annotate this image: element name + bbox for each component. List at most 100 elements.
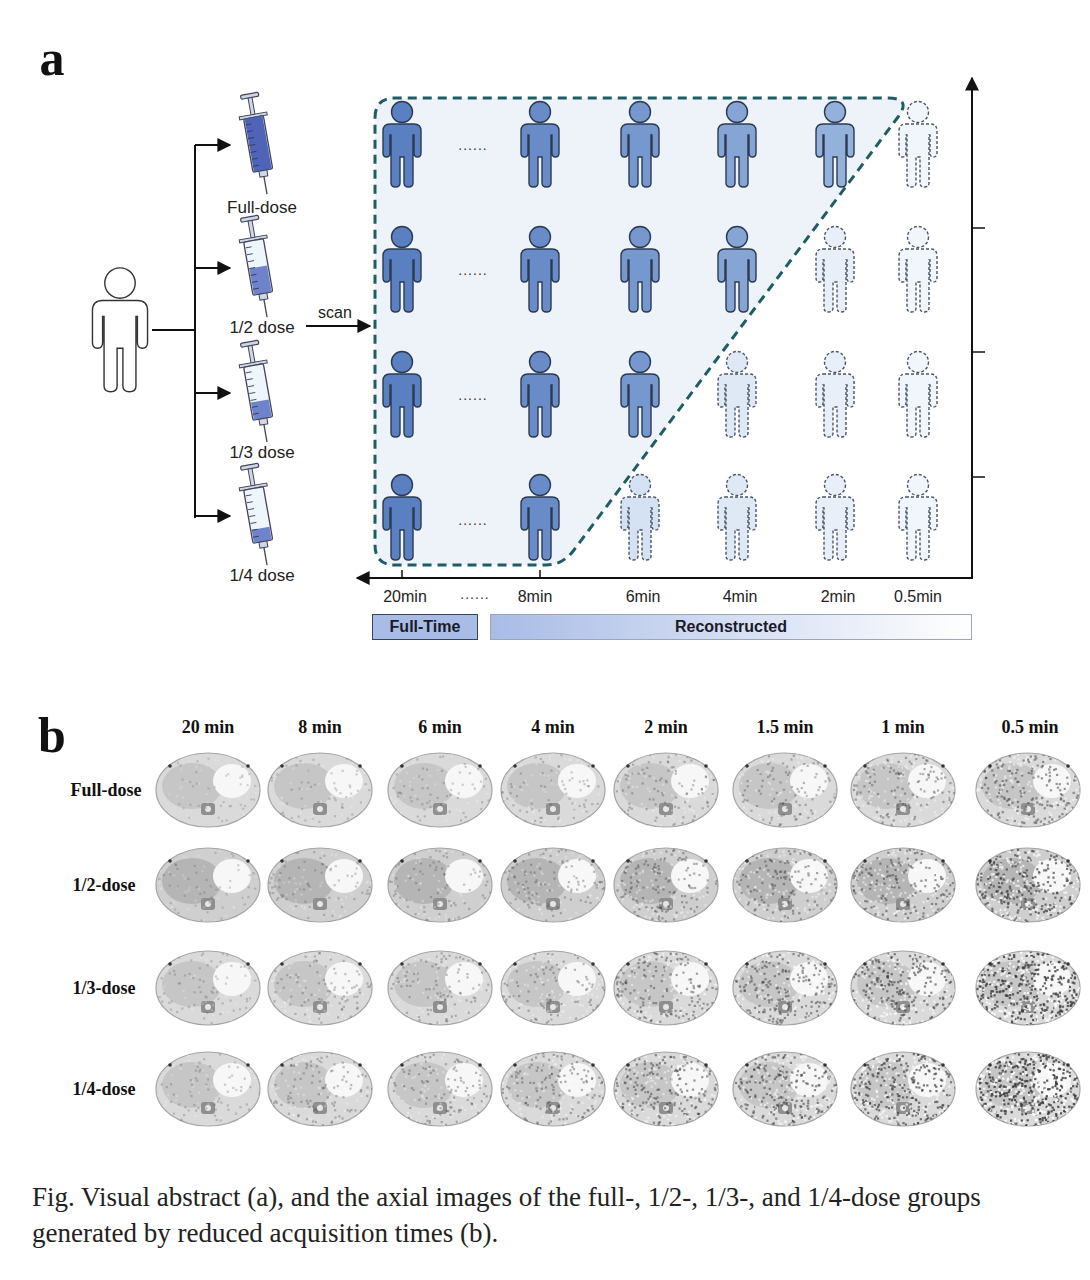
noise-speck bbox=[339, 915, 341, 917]
noise-speck bbox=[159, 882, 161, 884]
noise-speck bbox=[464, 763, 466, 765]
noise-speck bbox=[247, 896, 249, 898]
noise-speck bbox=[682, 816, 684, 818]
noise-speck bbox=[769, 822, 771, 824]
noise-speck bbox=[1002, 811, 1004, 813]
noise-speck bbox=[999, 784, 1001, 786]
noise-speck bbox=[476, 761, 478, 763]
noise-speck bbox=[535, 763, 537, 765]
noise-speck bbox=[437, 797, 439, 799]
noise-speck bbox=[1039, 800, 1041, 802]
noise-speck bbox=[586, 823, 588, 825]
noise-speck bbox=[924, 773, 926, 775]
noise-speck bbox=[588, 782, 590, 784]
figure-head bbox=[392, 352, 413, 373]
noise-speck bbox=[528, 806, 530, 808]
noise-speck bbox=[981, 759, 983, 761]
noise-speck bbox=[667, 761, 669, 763]
noise-speck bbox=[1041, 766, 1043, 768]
noise-speck bbox=[1066, 814, 1068, 816]
body-contour bbox=[268, 753, 372, 827]
noise-speck bbox=[189, 804, 191, 806]
noise-speck bbox=[187, 908, 189, 910]
graduation bbox=[251, 399, 257, 400]
noise-speck bbox=[180, 851, 182, 853]
noise-speck bbox=[705, 775, 707, 777]
noise-speck bbox=[856, 791, 858, 793]
noise-speck bbox=[855, 774, 857, 776]
noise-speck bbox=[443, 803, 445, 805]
noise-speck bbox=[894, 796, 896, 798]
spine bbox=[778, 803, 792, 815]
noise-speck bbox=[671, 794, 673, 796]
noise-speck bbox=[629, 761, 631, 763]
noise-speck bbox=[890, 767, 892, 769]
noise-speck bbox=[671, 766, 673, 768]
graduation bbox=[249, 268, 255, 269]
noise-speck bbox=[549, 778, 551, 780]
noise-speck bbox=[680, 820, 682, 822]
noise-speck bbox=[357, 854, 359, 856]
noise-speck bbox=[351, 893, 353, 895]
noise-speck bbox=[183, 855, 185, 857]
syringe-liquid bbox=[251, 399, 272, 419]
noise-speck bbox=[271, 886, 273, 888]
noise-speck bbox=[980, 779, 982, 781]
noise-speck bbox=[1026, 756, 1028, 758]
noise-speck bbox=[877, 793, 879, 795]
noise-speck bbox=[1025, 808, 1027, 810]
noise-speck bbox=[882, 814, 884, 816]
noise-speck bbox=[795, 819, 797, 821]
noise-speck bbox=[876, 811, 878, 813]
noise-speck bbox=[439, 756, 441, 758]
noise-speck bbox=[414, 827, 416, 829]
noise-speck bbox=[1024, 817, 1026, 819]
noise-speck bbox=[1058, 758, 1060, 760]
noise-speck bbox=[833, 761, 835, 763]
noise-speck bbox=[363, 824, 365, 826]
noise-speck bbox=[250, 905, 252, 907]
noise-speck bbox=[874, 816, 876, 818]
noise-speck bbox=[870, 801, 872, 803]
noise-speck bbox=[160, 887, 162, 889]
noise-speck bbox=[1018, 784, 1020, 786]
figure-body bbox=[718, 497, 756, 560]
noise-speck bbox=[979, 756, 981, 758]
noise-speck bbox=[858, 778, 860, 780]
noise-speck bbox=[1039, 803, 1041, 805]
noise-speck bbox=[631, 792, 633, 794]
noise-speck bbox=[561, 780, 563, 782]
noise-speck bbox=[823, 825, 825, 827]
noise-speck bbox=[901, 767, 903, 769]
noise-speck bbox=[207, 802, 209, 804]
noise-speck bbox=[1080, 760, 1082, 762]
noise-speck bbox=[232, 855, 234, 857]
noise-speck bbox=[187, 889, 189, 891]
figure-body bbox=[521, 249, 559, 312]
noise-speck bbox=[907, 782, 909, 784]
noise-speck bbox=[480, 808, 482, 810]
noise-speck bbox=[878, 796, 880, 798]
figure-body bbox=[816, 497, 854, 560]
spinal-canal bbox=[437, 806, 443, 812]
noise-speck bbox=[411, 800, 413, 802]
spleen bbox=[908, 764, 946, 798]
noise-speck bbox=[1043, 754, 1045, 756]
noise-speck bbox=[1001, 765, 1003, 767]
noise-speck bbox=[344, 910, 346, 912]
noise-speck bbox=[195, 771, 197, 773]
noise-speck bbox=[832, 803, 834, 805]
noise-speck bbox=[255, 768, 257, 770]
noise-speck bbox=[771, 817, 773, 819]
noise-speck bbox=[283, 882, 285, 884]
noise-speck bbox=[174, 908, 176, 910]
noise-speck bbox=[588, 785, 590, 787]
noise-speck bbox=[832, 814, 834, 816]
skin-marker bbox=[513, 764, 517, 768]
noise-speck bbox=[157, 777, 159, 779]
noise-speck bbox=[412, 761, 414, 763]
noise-speck bbox=[1074, 775, 1076, 777]
noise-speck bbox=[454, 785, 456, 787]
noise-speck bbox=[551, 783, 553, 785]
noise-speck bbox=[865, 780, 867, 782]
